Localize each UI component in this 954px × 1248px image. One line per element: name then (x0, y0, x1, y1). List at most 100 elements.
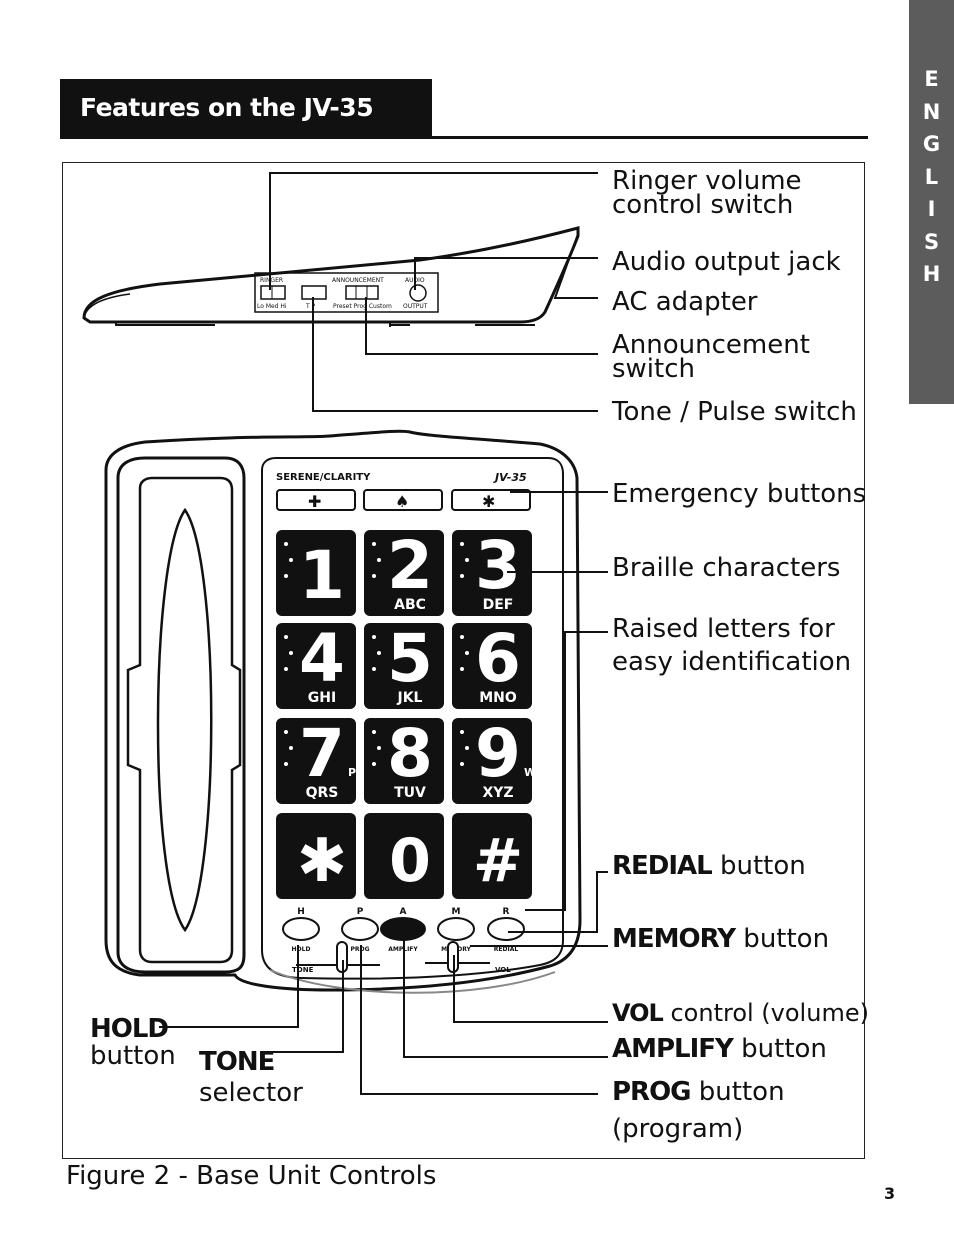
key-face (364, 813, 444, 899)
key-face (452, 718, 532, 804)
key-letters: TUV (394, 785, 426, 801)
emergency-fire-icon: ♠ (395, 492, 409, 511)
key-digit: 0 (389, 826, 431, 896)
header-rule (432, 136, 868, 139)
keypad-key[interactable]: ✱ (276, 813, 356, 899)
figure-caption: Figure 2 - Base Unit Controls (66, 1161, 437, 1191)
tab-letter: G (922, 132, 941, 156)
model-name: JV-35 (493, 471, 527, 484)
callout-prog-line2: (program) (612, 1114, 744, 1144)
key-face (364, 623, 444, 709)
braille-dot (460, 730, 464, 734)
tab-letter: L (924, 164, 939, 189)
callout-emergency: Emergency buttons (612, 479, 867, 509)
key-face (452, 623, 532, 709)
callout-hold: HOLD button (90, 1016, 176, 1070)
braille-dot (460, 635, 464, 639)
key-letters: MNO (479, 690, 517, 706)
key-face (452, 813, 532, 899)
braille-dot (372, 762, 376, 766)
figure-frame (62, 162, 865, 1159)
braille-dot (460, 574, 464, 578)
callout-hold-bold: HOLD (90, 1014, 169, 1044)
key-face (276, 718, 356, 804)
braille-dot (284, 762, 288, 766)
braille-dot (377, 558, 381, 562)
braille-dot (284, 730, 288, 734)
emergency-police-icon: ✱ (482, 492, 495, 511)
callout-prog-line1: PROG button (612, 1074, 785, 1111)
key-digit: ✱ (297, 826, 347, 896)
key-digit: 4 (299, 620, 345, 697)
braille-dot (460, 762, 464, 766)
braille-dot (372, 574, 376, 578)
braille-dot (465, 651, 469, 655)
braille-dot (372, 667, 376, 671)
braille-dot (284, 635, 288, 639)
tab-letter: N (922, 99, 941, 124)
callout-tone-pulse: Tone / Pulse switch (612, 397, 857, 427)
key-face (276, 530, 356, 616)
key-letters: DEF (483, 597, 514, 613)
function-button-label: REDIAL (494, 946, 519, 953)
key-letters: JKL (397, 690, 423, 706)
callout-tone-selector: TONE selector (199, 1047, 303, 1109)
tab-letter: I (927, 197, 936, 221)
braille-dot (465, 558, 469, 562)
key-digit: 8 (387, 715, 433, 792)
key-face (364, 530, 444, 616)
function-button-face (341, 917, 379, 941)
panel-ringer-label: RINGER (260, 277, 283, 284)
function-button-letter: A (400, 907, 407, 917)
key-digit: 7 (299, 715, 345, 792)
key-extra-letter: P (348, 766, 356, 779)
callout-raised-letters: Raised letters for easy identification (612, 613, 851, 679)
keypad-key[interactable]: # (452, 813, 532, 899)
key-digit: 3 (475, 527, 521, 604)
key-face (276, 623, 356, 709)
braille-dot (377, 651, 381, 655)
callout-vol-bold: VOL (612, 999, 664, 1027)
function-button-letter: H (297, 907, 305, 917)
callout-amplify-bold: AMPLIFY (612, 1034, 734, 1064)
keypad-key[interactable]: 0 (364, 813, 444, 899)
function-button-face (282, 917, 320, 941)
key-digit: 1 (299, 537, 345, 614)
braille-dot (284, 542, 288, 546)
key-letters: GHI (308, 690, 336, 706)
callout-raised-line2: easy identification (612, 647, 852, 677)
callout-announcement-line2: switch (612, 354, 696, 384)
tab-letter: S (923, 229, 940, 254)
key-digit: 2 (387, 527, 433, 604)
callout-prog: PROG button (program) (612, 1074, 785, 1148)
callout-prog-text: button (690, 1077, 785, 1107)
callout-redial-text: button (711, 851, 806, 881)
callout-vol: VOL control (volume) (612, 1001, 869, 1025)
braille-dot (289, 746, 293, 750)
braille-dot (372, 635, 376, 639)
callout-amplify-text: button (732, 1034, 827, 1064)
braille-dot (289, 558, 293, 562)
callout-ringer-line2: control switch (612, 190, 794, 220)
key-digit: # (473, 826, 523, 896)
braille-dot (284, 574, 288, 578)
braille-dot (465, 746, 469, 750)
callout-redial: REDIAL button (612, 851, 806, 881)
tone-slider-label: TONE (292, 966, 314, 974)
callout-ac-adapter: AC adapter (612, 287, 758, 317)
emergency-cross-icon: ✚ (308, 492, 321, 511)
key-face (452, 530, 532, 616)
keypad-key[interactable]: 1 (276, 530, 356, 616)
